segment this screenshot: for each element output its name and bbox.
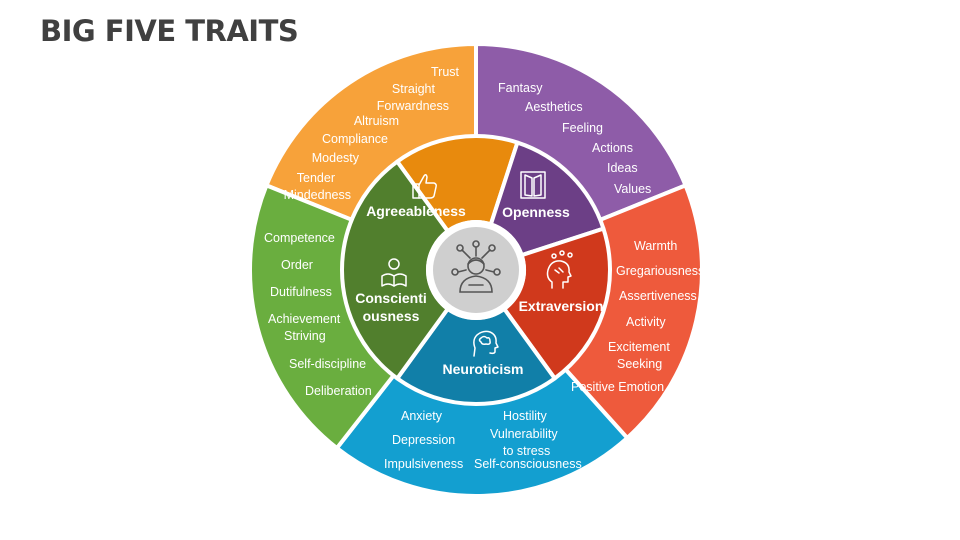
- trait-label-neuroticism: Neuroticism: [443, 361, 524, 377]
- facet-neuroticism-depression: Depression: [392, 433, 455, 447]
- facet-openness-values: Values: [614, 182, 651, 196]
- facet-openness-actions: Actions: [592, 141, 633, 155]
- facet-agreeableness-trust: Trust: [431, 65, 460, 79]
- thumbs-up-icon: [412, 173, 437, 199]
- facet-agreeableness-modesty: Modesty: [312, 151, 360, 165]
- facet-extraversion-excitement: Excitement: [608, 340, 670, 354]
- trait-label-extraversion: Extraversion: [519, 298, 604, 314]
- trait-label-agreeableness: Agreeableness: [366, 203, 466, 219]
- facet-neuroticism-impulsiveness: Impulsiveness: [384, 457, 463, 471]
- center-hub-fill: [433, 227, 519, 313]
- trait-label-conscientiousness-line2: ousness: [363, 308, 420, 324]
- outer-ring: [248, 42, 704, 498]
- facet-neuroticism-anxiety: Anxiety: [401, 409, 443, 423]
- facet-conscientiousness-achievement: Achievement: [268, 312, 341, 326]
- inner-ring: [340, 134, 612, 406]
- facet-extraversion-activity: Activity: [626, 315, 666, 329]
- facet-openness-aesthetics: Aesthetics: [525, 100, 583, 114]
- person-reading-icon: [381, 258, 407, 287]
- open-door-icon: [520, 171, 546, 199]
- facet-agreeableness-compliance: Compliance: [322, 132, 388, 146]
- facet-extraversion-assertiveness: Assertiveness: [619, 289, 697, 303]
- facet-extraversion-gregariousness: Gregariousness: [616, 264, 704, 278]
- facet-openness-feeling: Feeling: [562, 121, 603, 135]
- facet-extraversion-seeking: Seeking: [617, 357, 662, 371]
- facet-conscientiousness-self-discipline: Self-discipline: [289, 357, 366, 371]
- page-title: BIG FIVE TRAITS: [40, 14, 299, 48]
- person-network-icon: [451, 240, 501, 293]
- trait-label-openness: Openness: [502, 204, 570, 220]
- facet-conscientiousness-competence: Competence: [264, 231, 335, 245]
- head-thoughts-icon: [546, 250, 573, 289]
- facet-neuroticism-to-stress: to stress: [503, 444, 550, 458]
- facet-extraversion-warmth: Warmth: [634, 239, 677, 253]
- facet-agreeableness-tender: Tender: [297, 171, 335, 185]
- facet-conscientiousness-order: Order: [281, 258, 313, 272]
- facet-openness-fantasy: Fantasy: [498, 81, 543, 95]
- head-brain-icon: [473, 330, 499, 357]
- facet-agreeableness-mindedness: Mindedness: [284, 188, 351, 202]
- facet-neuroticism-vulnerability: Vulnerability: [490, 427, 558, 441]
- facet-neuroticism-self-consciousness: Self-consciousness: [474, 457, 582, 471]
- facet-extraversion-positive-emotion: Positive Emotion: [571, 380, 664, 394]
- facet-openness-ideas: Ideas: [607, 161, 638, 175]
- trait-label-conscientiousness-line1: Conscienti: [355, 290, 427, 306]
- facet-conscientiousness-striving: Striving: [284, 329, 326, 343]
- facet-conscientiousness-deliberation: Deliberation: [305, 384, 372, 398]
- facet-conscientiousness-dutifulness: Dutifulness: [270, 285, 332, 299]
- facet-agreeableness-forwardness: Forwardness: [377, 99, 449, 113]
- facet-neuroticism-hostility: Hostility: [503, 409, 548, 423]
- facet-agreeableness-straight: Straight: [392, 82, 436, 96]
- facet-agreeableness-altruism: Altruism: [354, 114, 399, 128]
